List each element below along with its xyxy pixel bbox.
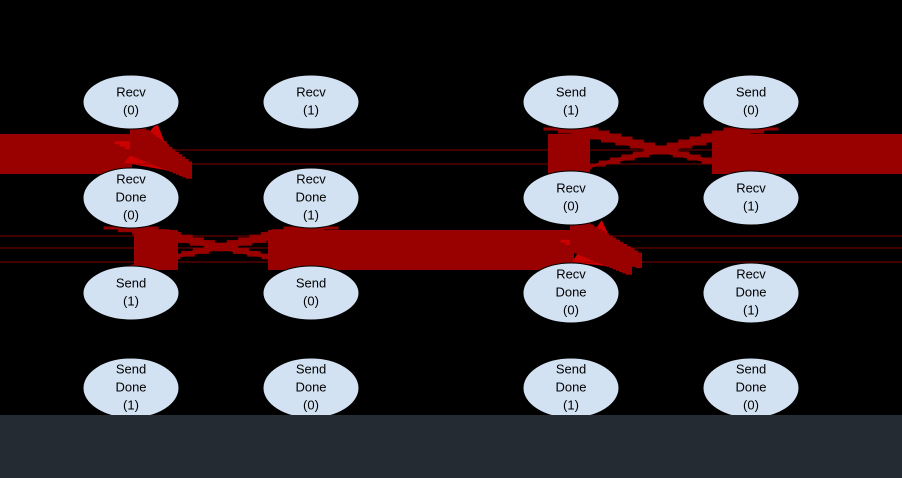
node-recv-done-0-label-2: (0) [123, 207, 139, 222]
node-recv-done-1-label-2: (1) [303, 207, 319, 222]
node-recv-1-ellipse[interactable] [262, 74, 360, 130]
node-recv-done-1-right-ellipse[interactable] [702, 262, 800, 324]
node-send-0-top-ellipse[interactable] [702, 74, 800, 130]
node-send-1-label-1: (1) [123, 293, 139, 308]
edge-right-band-upper [748, 134, 902, 174]
node-recv-done-1-label-1: Done [295, 189, 326, 204]
node-send-0-top-label-1: (0) [743, 102, 759, 117]
node-send-1-top-label-0: Send [556, 84, 586, 99]
node-recv-done-0-right-label-2: (0) [563, 302, 579, 317]
node-recv-1[interactable]: Recv (1) [262, 74, 360, 130]
node-recv-0-right[interactable]: Recv (0) [522, 170, 620, 226]
node-send-0-ellipse[interactable] [262, 265, 360, 321]
edge-layer [0, 120, 902, 275]
node-recv-done-1-right-label-0: Recv [736, 266, 766, 281]
node-send-1[interactable]: Send (1) [82, 265, 180, 321]
node-send-done-1-right-label-1: Done [555, 379, 586, 394]
node-recv-1-label-0: Recv [296, 84, 326, 99]
node-send-1-label-0: Send [116, 275, 146, 290]
node-recv-1-right-label-1: (1) [743, 198, 759, 213]
node-recv-0-label-0: Recv [116, 84, 146, 99]
edge-taper-right-lower [573, 216, 642, 269]
node-send-done-0-label-2: (0) [303, 397, 319, 412]
edge-taper-left-upper [130, 120, 192, 179]
node-send-done-1-right-label-2: (1) [563, 397, 579, 412]
node-send-done-1-label-2: (1) [123, 397, 139, 412]
node-send-done-0-right-label-0: Send [736, 361, 766, 376]
node-send-0[interactable]: Send (0) [262, 265, 360, 321]
node-recv-done-1-label-0: Recv [296, 171, 326, 186]
node-recv-0-ellipse[interactable] [82, 74, 180, 130]
node-send-0-label-0: Send [296, 275, 326, 290]
node-send-1-ellipse[interactable] [82, 265, 180, 321]
node-recv-done-0-right-label-0: Recv [556, 266, 586, 281]
node-send-1-top-label-1: (1) [563, 102, 579, 117]
node-recv-1-label-1: (1) [303, 102, 319, 117]
node-recv-0-right-label-0: Recv [556, 180, 586, 195]
node-send-done-0-right-label-1: Done [735, 379, 766, 394]
node-recv-0[interactable]: Recv (0) [82, 74, 180, 130]
node-recv-done-0-right-label-1: Done [555, 284, 586, 299]
edge-left-band-upper [0, 134, 132, 174]
node-recv-1-right-ellipse[interactable] [702, 170, 800, 226]
node-send-done-0-right-label-2: (0) [743, 397, 759, 412]
node-recv-done-0-ellipse[interactable] [82, 167, 180, 229]
node-send-done-1-label-1: Done [115, 379, 146, 394]
node-recv-done-0-label-0: Recv [116, 171, 146, 186]
node-recv-done-0-right-ellipse[interactable] [522, 262, 620, 324]
bottom-status-bar [0, 415, 902, 478]
node-send-done-1-right-label-0: Send [556, 361, 586, 376]
node-layer: Recv(0)Recv(1)Send(1)Send(0)RecvDone(0)R… [82, 74, 800, 419]
node-recv-done-1-right-label-2: (1) [743, 302, 759, 317]
edge-mid-band-lower [312, 230, 574, 270]
node-recv-done-1-right-label-1: Done [735, 284, 766, 299]
node-recv-0-right-ellipse[interactable] [522, 170, 620, 226]
node-send-1-top[interactable]: Send (1) [522, 74, 620, 130]
node-send-1-top-ellipse[interactable] [522, 74, 620, 130]
node-send-done-0-label-1: Done [295, 379, 326, 394]
node-recv-0-label-1: (0) [123, 102, 139, 117]
node-recv-1-right[interactable]: Recv (1) [702, 170, 800, 226]
node-recv-1-right-label-0: Recv [736, 180, 766, 195]
node-recv-done-0-label-1: Done [115, 189, 146, 204]
node-send-done-0-label-0: Send [296, 361, 326, 376]
node-send-0-label-1: (0) [303, 293, 319, 308]
node-send-done-1-label-0: Send [116, 361, 146, 376]
node-send-0-top-label-0: Send [736, 84, 766, 99]
node-recv-done-1-ellipse[interactable] [262, 167, 360, 229]
node-recv-0-right-label-1: (0) [563, 198, 579, 213]
node-send-0-top[interactable]: Send (0) [702, 74, 800, 130]
